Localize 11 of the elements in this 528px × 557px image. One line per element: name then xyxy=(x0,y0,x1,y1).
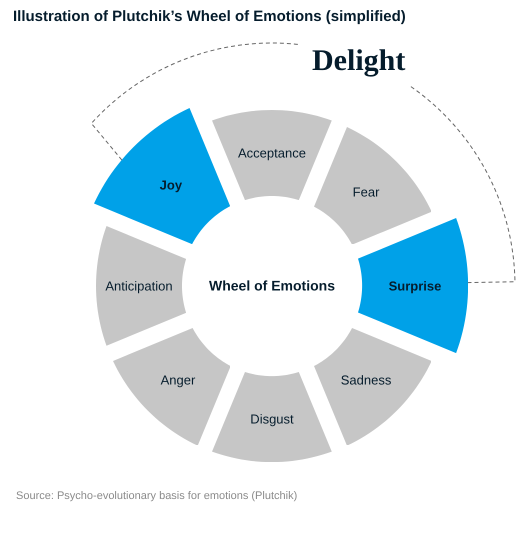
segment-label: Joy xyxy=(160,176,182,194)
segment-label: Fear xyxy=(352,183,380,202)
source-note: Source: Psycho-evolutionary basis for emotions (Plutchik) xyxy=(16,489,298,504)
segment-label: Disgust xyxy=(250,410,294,428)
segment-label: Acceptance xyxy=(238,144,306,162)
segment-label: Sadness xyxy=(340,371,392,390)
segment-label: Anticipation xyxy=(105,277,173,296)
center-label: Wheel of Emotions xyxy=(209,276,335,296)
segment-label: Surprise xyxy=(388,277,442,296)
segment-label: Anger xyxy=(160,371,196,390)
chart-title: Illustration of Plutchik’s Wheel of Emotions (simplified) xyxy=(13,7,406,27)
